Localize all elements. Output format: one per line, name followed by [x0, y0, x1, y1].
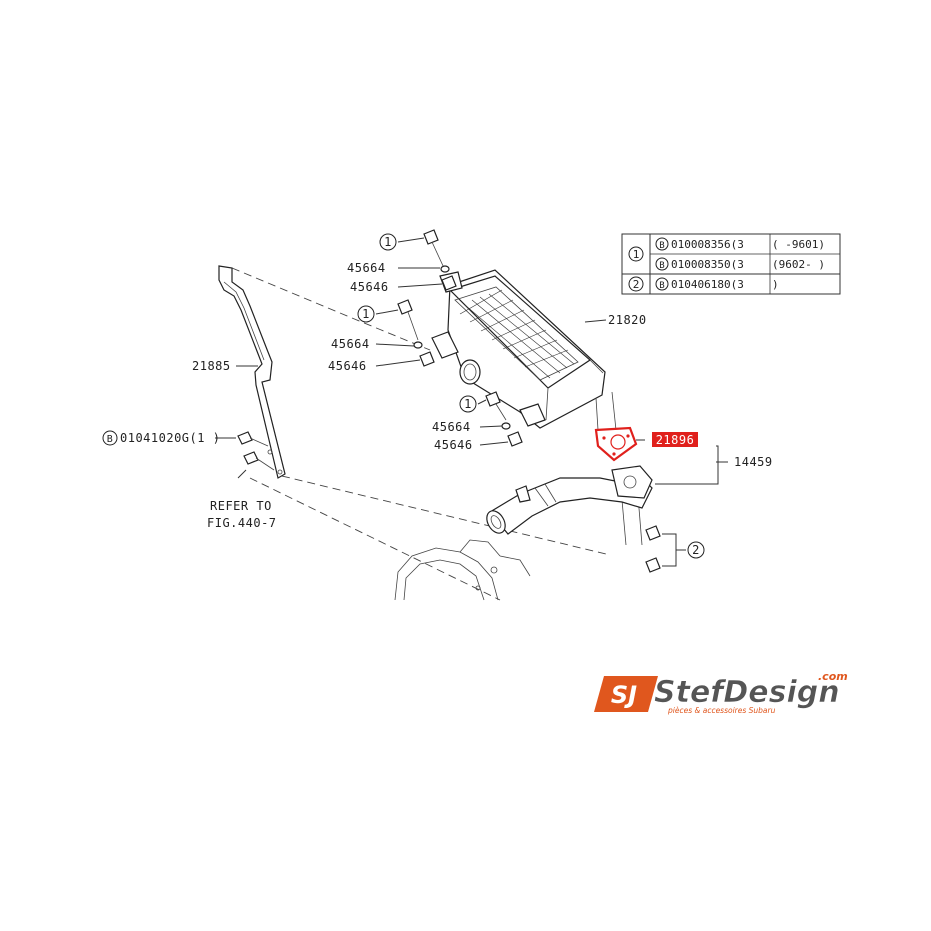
legend-row-2: B 010008350(3 (9602- ) — [655, 257, 825, 271]
svg-text:01041020G(1 ): 01041020G(1 ) — [120, 431, 220, 445]
stefdesign-logo[interactable]: SJ .com StefDesign pièces & accessoires … — [594, 670, 848, 715]
label-bracket-bolt: B 01041020G(1 ) — [102, 430, 220, 446]
svg-text:( -9601): ( -9601) — [772, 238, 825, 251]
callout-2: 2 — [687, 541, 705, 559]
fasteners-mid[interactable] — [397, 299, 435, 367]
legend-row-1: 1 B 010008356(3 ( -9601) — [628, 237, 825, 262]
hose-14459[interactable] — [483, 465, 653, 536]
svg-text:21896: 21896 — [656, 433, 695, 447]
label-gasket-highlight[interactable]: 21896 — [652, 432, 698, 447]
svg-text:1: 1 — [464, 397, 472, 411]
callout-1c: 1 — [459, 395, 477, 413]
label-washer-b: 45664 — [331, 337, 370, 351]
label-nut-a: 45646 — [350, 280, 389, 294]
svg-text:B: B — [107, 434, 114, 445]
svg-text:010008356(3: 010008356(3 — [671, 238, 744, 251]
bracket-bolts[interactable] — [237, 431, 275, 471]
refer-note-line2: FIG.440-7 — [207, 516, 277, 530]
svg-text:1: 1 — [362, 307, 370, 321]
callout-1a: 1 — [379, 233, 397, 251]
intercooler-core-grid — [459, 289, 575, 379]
refer-note-line1: REFER TO — [210, 499, 272, 513]
svg-text:2: 2 — [692, 543, 700, 557]
svg-text:B: B — [659, 261, 664, 271]
svg-text:B: B — [659, 241, 664, 251]
svg-text:1: 1 — [633, 248, 640, 261]
svg-text:1: 1 — [384, 235, 392, 249]
svg-text:010008350(3: 010008350(3 — [671, 258, 744, 271]
logo-name: StefDesign — [654, 675, 840, 710]
label-hose: 14459 — [734, 455, 773, 469]
logo-domain: .com — [818, 670, 848, 683]
dashed-guide-lines — [231, 267, 611, 601]
logo-mark-badge — [594, 676, 658, 712]
logo-mark-text: SJ — [611, 681, 637, 709]
svg-text:): ) — [772, 278, 779, 291]
fasteners-top[interactable] — [423, 229, 457, 291]
leader-lines — [215, 237, 728, 567]
logo-tagline: pièces & accessoires Subaru — [667, 706, 776, 715]
engine-outline — [394, 539, 531, 601]
callout-1b: 1 — [357, 305, 375, 323]
label-nut-b: 45646 — [328, 359, 367, 373]
fasteners-hose[interactable] — [645, 525, 661, 573]
label-intercooler: 21820 — [608, 313, 647, 327]
fasteners-low[interactable] — [485, 391, 523, 447]
label-bracket: 21885 — [192, 359, 231, 373]
intercooler-21820[interactable] — [431, 269, 606, 429]
label-nut-c: 45646 — [434, 438, 473, 452]
gasket-21896[interactable] — [594, 426, 638, 462]
label-washer-c: 45664 — [432, 420, 471, 434]
bracket-21885[interactable] — [218, 265, 286, 479]
svg-text:B: B — [659, 281, 664, 291]
legend-table: 1 B 010008356(3 ( -9601) B 010008350(3 (… — [621, 233, 841, 295]
label-washer-a: 45664 — [347, 261, 386, 275]
svg-text:010406180(3: 010406180(3 — [671, 278, 744, 291]
svg-text:(9602- ): (9602- ) — [772, 258, 825, 271]
svg-text:2: 2 — [633, 278, 640, 291]
legend-row-3: 2 B 010406180(3 ) — [628, 276, 779, 292]
